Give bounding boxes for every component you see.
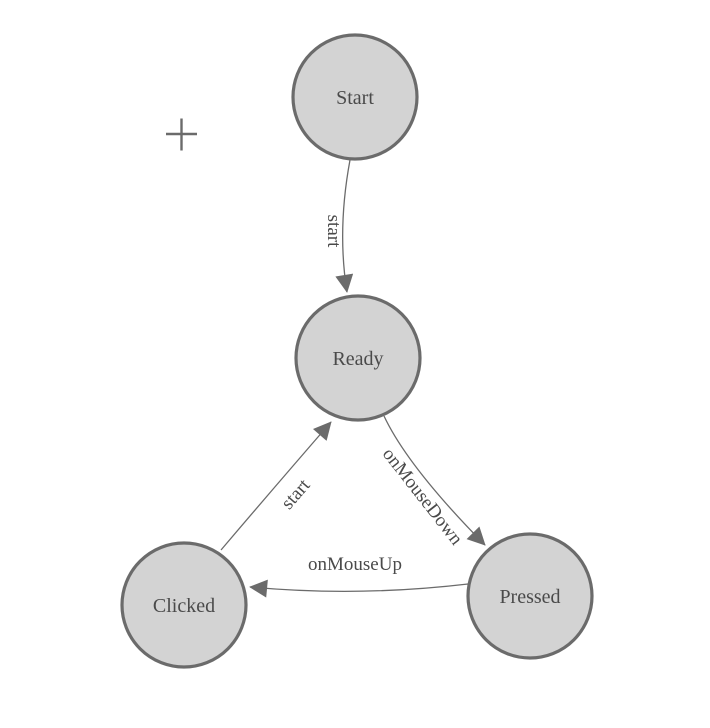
plus-crosshair-icon[interactable]: [166, 118, 197, 151]
state-label: Pressed: [499, 586, 560, 608]
transition-start-ready[interactable]: start: [323, 159, 354, 293]
transition-label: start: [323, 215, 344, 248]
state-label: Start: [336, 87, 374, 109]
state-node-pressed[interactable]: Pressed: [466, 532, 594, 660]
transition-label: onMouseUp: [308, 554, 402, 575]
transition-pressed-clicked[interactable]: onMouseUp: [249, 554, 469, 598]
state-circle[interactable]: [120, 541, 248, 669]
state-node-start[interactable]: Start: [291, 33, 419, 161]
state-circle[interactable]: [466, 532, 594, 660]
state-circle[interactable]: [291, 33, 419, 161]
transition-label: start: [277, 475, 315, 514]
transition-label: onMouseDown: [378, 444, 467, 550]
state-circle[interactable]: [294, 294, 422, 422]
state-label: Clicked: [153, 595, 215, 617]
state-label: Ready: [332, 348, 383, 370]
transition-path[interactable]: [335, 159, 354, 293]
transition-path[interactable]: [220, 421, 332, 551]
state-node-ready[interactable]: Ready: [294, 294, 422, 422]
transition-path[interactable]: [249, 579, 469, 598]
transition-path[interactable]: [383, 415, 486, 546]
transition-clicked-ready[interactable]: start: [220, 421, 332, 551]
state-node-clicked[interactable]: Clicked: [120, 541, 248, 669]
transition-ready-pressed[interactable]: onMouseDown: [378, 415, 486, 550]
